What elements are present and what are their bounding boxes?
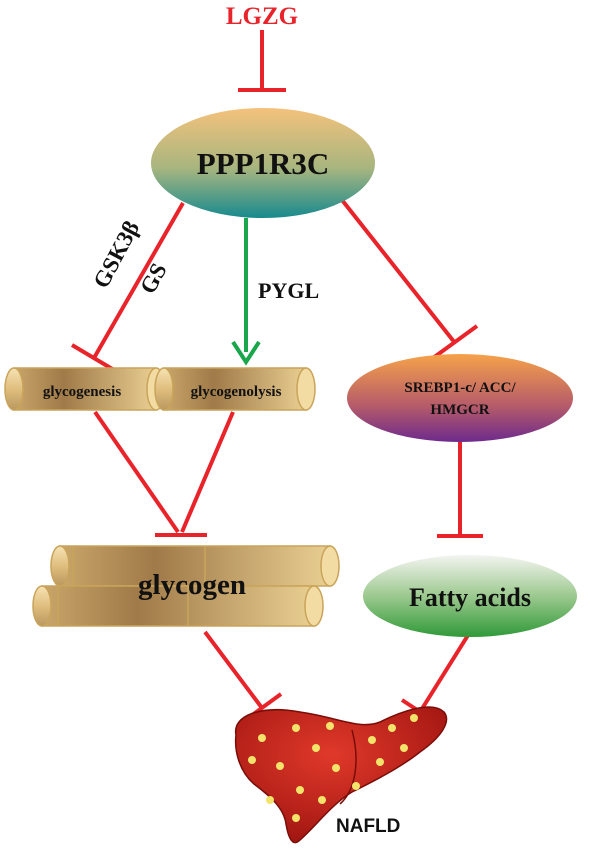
srebp-node: SREBP1-c/ ACC/ HMGCR (347, 354, 573, 442)
edge-hub-to-glycogenesis (70, 202, 185, 372)
edge-hub-to-glycogenolysis (231, 218, 261, 366)
edge-glycogenolysis-to-glycogen (155, 411, 235, 537)
edge-label-pygl: PYGL (258, 278, 319, 303)
hub-node: PPP1R3C (151, 108, 375, 218)
fatty-acids-node: Fatty acids (363, 555, 577, 637)
glycogenolysis-node: glycogenolysis (154, 367, 316, 411)
nafld-label: NAFLD (336, 816, 400, 837)
srebp-label-line2: HMGCR (430, 402, 489, 418)
edge-srebp-to-fatty (437, 442, 483, 538)
glycogenolysis-label: glycogenolysis (191, 384, 282, 400)
glycogen-node: glycogen (32, 545, 340, 627)
edge-lgzg-to-hub (238, 30, 286, 92)
edge-label-gs: GS (135, 259, 171, 298)
edge-glycogenesis-to-glycogen (93, 410, 180, 534)
edge-glycogen-to-nafld (203, 630, 283, 723)
srebp-label-line1: SREBP1-c/ ACC/ (404, 380, 516, 396)
lgzg-label: LGZG (226, 3, 298, 30)
glycogen-label: glycogen (138, 569, 246, 601)
edge-hub-to-srebp (340, 198, 479, 360)
liver-icon (234, 706, 448, 844)
glycogenesis-label: glycogenesis (43, 384, 121, 400)
fatty-acids-label: Fatty acids (409, 583, 531, 612)
glycogenesis-node: glycogenesis (4, 367, 166, 411)
hub-label: PPP1R3C (197, 146, 330, 181)
